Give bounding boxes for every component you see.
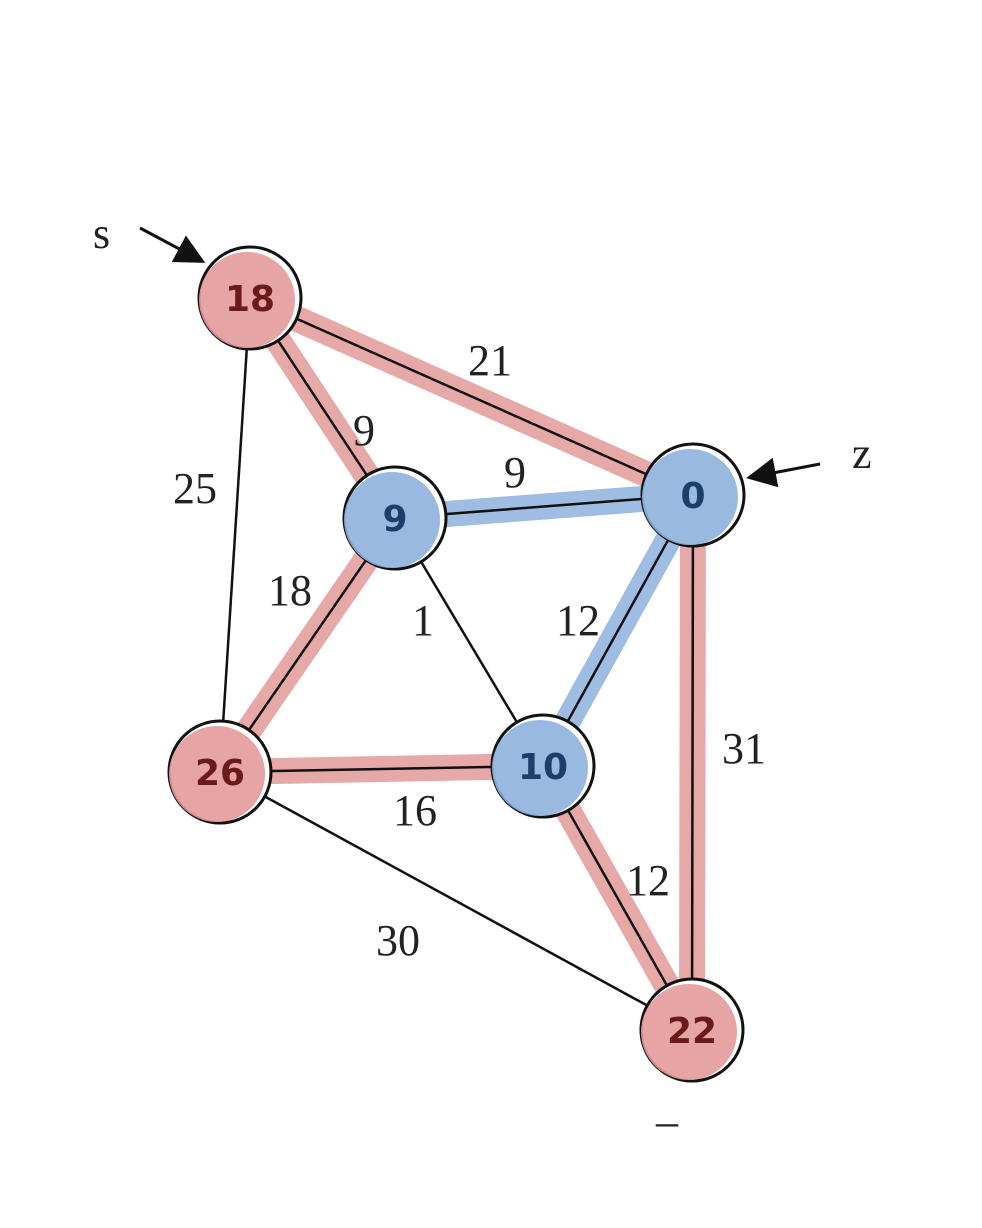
pointer-label: s xyxy=(93,209,110,258)
node-highlight xyxy=(199,252,295,348)
edge xyxy=(219,770,693,1032)
edge xyxy=(249,296,694,497)
pointer-label: z xyxy=(852,429,872,478)
node-label: 22 xyxy=(667,1011,717,1052)
edge-weight: 9 xyxy=(504,448,526,497)
edge-weight: 31 xyxy=(722,724,766,773)
edge-weight: 18 xyxy=(268,566,312,615)
edge-weight: 25 xyxy=(173,464,217,513)
node-highlight xyxy=(344,472,440,568)
edge-weight: 9 xyxy=(353,406,375,455)
node-label: 18 xyxy=(225,279,275,320)
edge-weight: 1 xyxy=(412,596,434,645)
node-label: 26 xyxy=(195,753,245,794)
node-highlight xyxy=(642,449,738,545)
node-label: 0 xyxy=(680,476,705,517)
edge-weight: 12 xyxy=(626,856,670,905)
edge xyxy=(219,764,544,774)
edge-weight: 21 xyxy=(468,336,512,385)
node-label: 10 xyxy=(518,747,568,788)
node-9[interactable]: 9 xyxy=(342,465,448,571)
node-22[interactable]: 22 xyxy=(639,977,745,1083)
node-highlight xyxy=(492,720,588,816)
node-highlight xyxy=(169,726,265,822)
node-0[interactable]: 0 xyxy=(640,442,746,548)
node-label: 9 xyxy=(382,499,407,540)
edge-weight: 16 xyxy=(393,786,437,835)
footnote-mark: – xyxy=(655,1097,679,1146)
node-18[interactable]: 18 xyxy=(197,245,303,351)
edge-weight: 12 xyxy=(556,596,600,645)
node-26[interactable]: 26 xyxy=(167,719,273,825)
node-highlight xyxy=(641,984,737,1080)
pointer-s: s xyxy=(93,209,206,263)
arrow-icon xyxy=(746,457,821,488)
edge xyxy=(690,494,695,1031)
node-10[interactable]: 10 xyxy=(490,713,596,819)
edge xyxy=(218,297,252,773)
arrow-icon xyxy=(139,226,206,263)
pointer-z: z xyxy=(746,429,872,488)
edge-weight: 30 xyxy=(376,916,420,965)
